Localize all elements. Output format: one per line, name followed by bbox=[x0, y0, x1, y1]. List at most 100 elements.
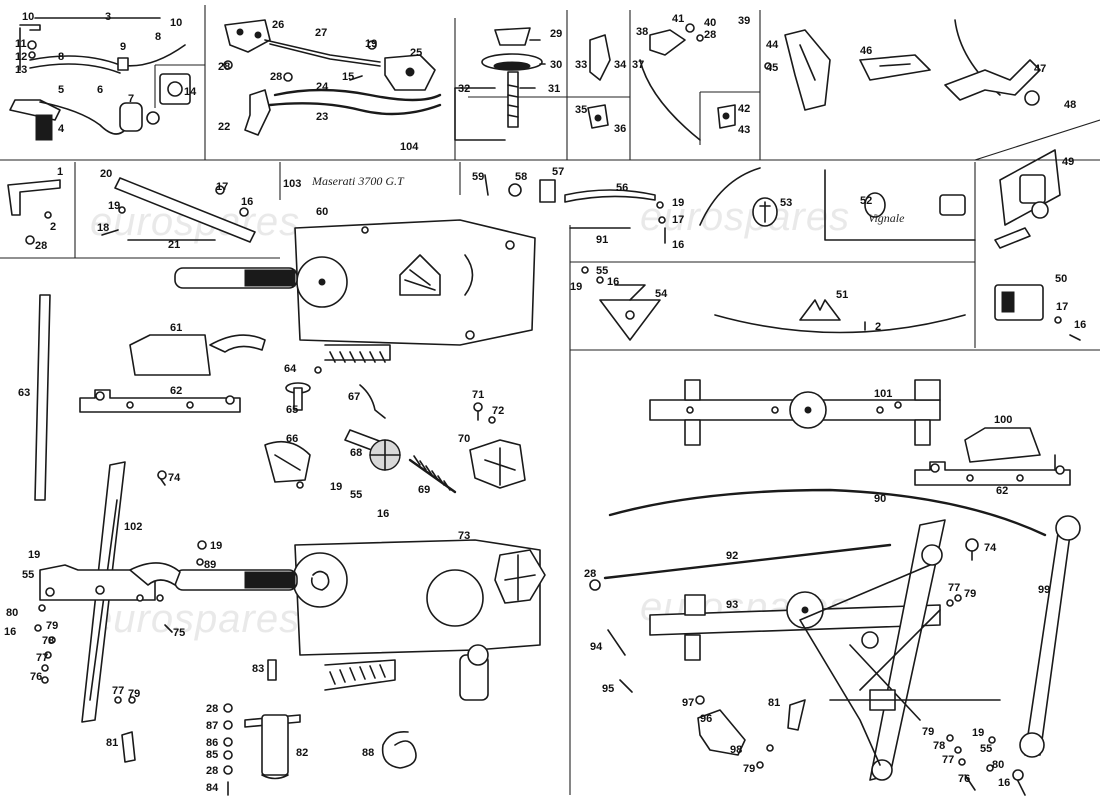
part-label: 96 bbox=[700, 713, 712, 725]
guide-plates bbox=[79, 334, 266, 413]
part-label: 7 bbox=[128, 93, 134, 105]
part-label: 24 bbox=[316, 81, 329, 93]
part-label: 42 bbox=[738, 103, 750, 115]
part-label: 79 bbox=[964, 588, 976, 600]
part-label: 10 bbox=[170, 17, 182, 29]
part-label: 12 bbox=[15, 51, 27, 63]
part-label: 88 bbox=[362, 747, 374, 759]
part-label: 16 bbox=[672, 239, 684, 251]
right-glass-channel bbox=[1019, 515, 1081, 758]
watermark: eurospares bbox=[640, 195, 850, 239]
part-label: 78 bbox=[42, 635, 54, 647]
part-label: 19 bbox=[365, 38, 377, 50]
part-label: 22 bbox=[218, 121, 230, 133]
part-label: 77 bbox=[942, 754, 954, 766]
part-label: 91 bbox=[596, 234, 608, 246]
part-label: 63 bbox=[18, 387, 30, 399]
part-label: 23 bbox=[316, 111, 328, 123]
part-label: 57 bbox=[552, 166, 564, 178]
part-label: 28 bbox=[584, 568, 596, 580]
part-label: 89 bbox=[204, 559, 216, 571]
part-label: 60 bbox=[316, 206, 328, 218]
part-label: 28 bbox=[704, 29, 716, 41]
door-latch-linkage bbox=[223, 19, 442, 136]
part-label: 87 bbox=[206, 720, 218, 732]
part-label: 28 bbox=[270, 71, 282, 83]
part-label: 80 bbox=[6, 607, 18, 619]
part-label: 30 bbox=[550, 59, 562, 71]
lower-lever-assembly bbox=[34, 470, 207, 684]
part-label: 65 bbox=[286, 404, 298, 416]
part-label: 51 bbox=[836, 289, 848, 301]
motor-and-hardware bbox=[114, 659, 417, 796]
part-label: 20 bbox=[100, 168, 112, 180]
part-label: 40 bbox=[704, 17, 716, 29]
part-label: 66 bbox=[286, 433, 298, 445]
part-label: 14 bbox=[184, 86, 197, 98]
part-label: 16 bbox=[241, 196, 253, 208]
part-label: 67 bbox=[348, 391, 360, 403]
part-label: 74 bbox=[984, 542, 997, 554]
part-label: 47 bbox=[1034, 63, 1046, 75]
part-label: 21 bbox=[168, 239, 180, 251]
part-label: 39 bbox=[738, 15, 750, 27]
part-label: 34 bbox=[614, 59, 627, 71]
part-label: 8 bbox=[58, 51, 64, 63]
part-label: 81 bbox=[768, 697, 780, 709]
part-label: 8 bbox=[155, 31, 161, 43]
part-label: 37 bbox=[632, 59, 644, 71]
part-label: 79 bbox=[743, 763, 755, 775]
part-label: 1 bbox=[57, 166, 63, 178]
part-label: 62 bbox=[996, 485, 1008, 497]
part-label: 16 bbox=[998, 777, 1010, 789]
part-label: 33 bbox=[575, 59, 587, 71]
watermark: eurospares bbox=[90, 597, 300, 641]
part-label: 27 bbox=[315, 27, 327, 39]
part-label: 69 bbox=[418, 484, 430, 496]
part-label: 54 bbox=[655, 288, 668, 300]
window-knob bbox=[481, 27, 543, 128]
part-label: 103 bbox=[283, 178, 301, 190]
lock-cylinders bbox=[994, 149, 1081, 341]
cable-assembly bbox=[19, 17, 186, 74]
part-label: 55 bbox=[980, 743, 992, 755]
part-label: 76 bbox=[958, 773, 970, 785]
part-label: 35 bbox=[575, 104, 587, 116]
part-label: 81 bbox=[106, 737, 118, 749]
part-label: 99 bbox=[1038, 584, 1050, 596]
part-label: 46 bbox=[860, 45, 872, 57]
part-label: 19 bbox=[972, 727, 984, 739]
part-label: 10 bbox=[22, 11, 34, 23]
part-label: 15 bbox=[342, 71, 354, 83]
part-label: 6 bbox=[97, 84, 103, 96]
right-regulator-lower bbox=[649, 519, 1001, 781]
cable-and-rods bbox=[603, 488, 1047, 693]
part-label: 68 bbox=[350, 447, 362, 459]
part-label: 77 bbox=[948, 582, 960, 594]
right-guide-plates bbox=[914, 427, 1071, 486]
part-label: 19 bbox=[108, 200, 120, 212]
part-label: 50 bbox=[1055, 273, 1067, 285]
part-label: 19 bbox=[330, 481, 342, 493]
switch-box bbox=[9, 73, 191, 141]
part-label: 72 bbox=[492, 405, 504, 417]
part-label: 31 bbox=[548, 83, 560, 95]
part-label: 32 bbox=[458, 83, 470, 95]
brand-script: Maserati 3700 G.T bbox=[311, 174, 405, 188]
emblems: Vignale bbox=[699, 167, 976, 334]
part-label: 85 bbox=[206, 749, 218, 761]
triangle-plate bbox=[581, 266, 661, 341]
part-label: 44 bbox=[766, 39, 779, 51]
part-label: 19 bbox=[210, 540, 222, 552]
part-label: 11 bbox=[15, 38, 27, 50]
part-label: 52 bbox=[860, 195, 872, 207]
part-label: 4 bbox=[58, 123, 65, 135]
part-label: 94 bbox=[590, 641, 603, 653]
part-label: 55 bbox=[22, 569, 34, 581]
part-label: 80 bbox=[992, 759, 1004, 771]
trim-hinge bbox=[484, 174, 666, 244]
part-label: 19 bbox=[672, 197, 684, 209]
trim-bar bbox=[101, 177, 256, 243]
window-regulator-lower bbox=[174, 481, 546, 701]
part-label: 78 bbox=[933, 740, 945, 752]
